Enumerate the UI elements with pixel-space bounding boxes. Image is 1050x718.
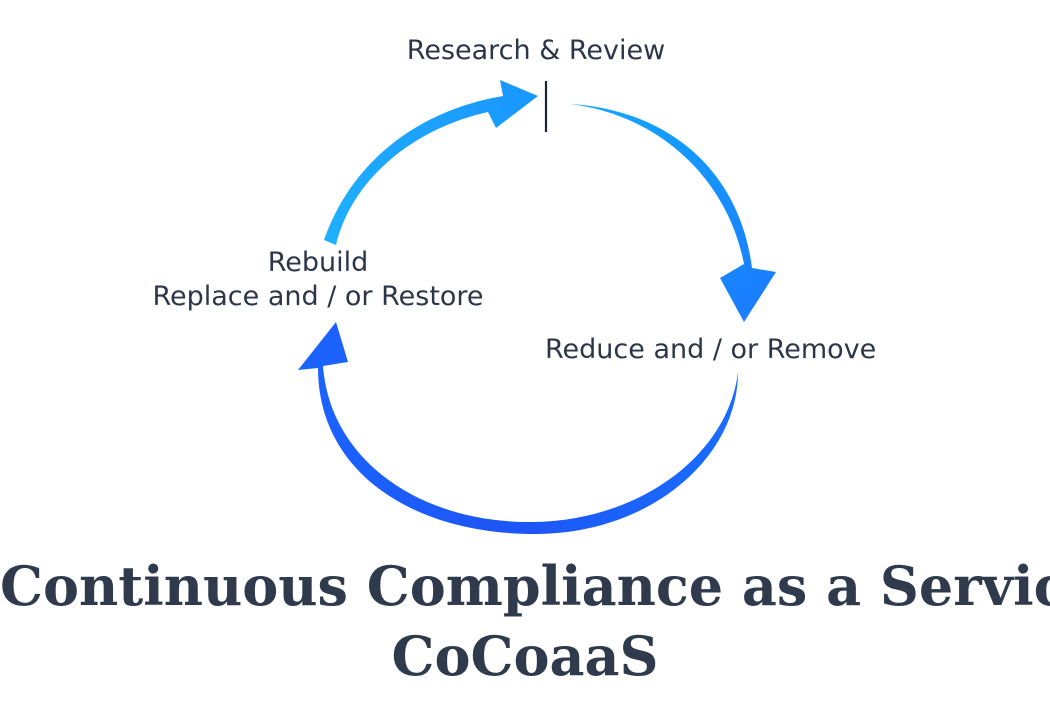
stage-label-rebuild: Rebuild Replace and / or Restore xyxy=(118,246,518,314)
stage-label-reduce-remove: Reduce and / or Remove xyxy=(545,334,877,365)
arrow-reduce-to-rebuild xyxy=(298,322,738,534)
arrow-rebuild-to-research xyxy=(324,80,538,245)
stage-label-rebuild-line2: Replace and / or Restore xyxy=(152,281,484,312)
diagram-title: Continuous Compliance as a Service xyxy=(0,554,1050,618)
stage-label-research-review: Research & Review xyxy=(406,35,666,66)
diagram-acronym: CoCoaaS xyxy=(391,624,659,688)
stage-label-rebuild-line1: Rebuild xyxy=(267,247,369,278)
arrow-research-to-reduce xyxy=(570,104,776,322)
